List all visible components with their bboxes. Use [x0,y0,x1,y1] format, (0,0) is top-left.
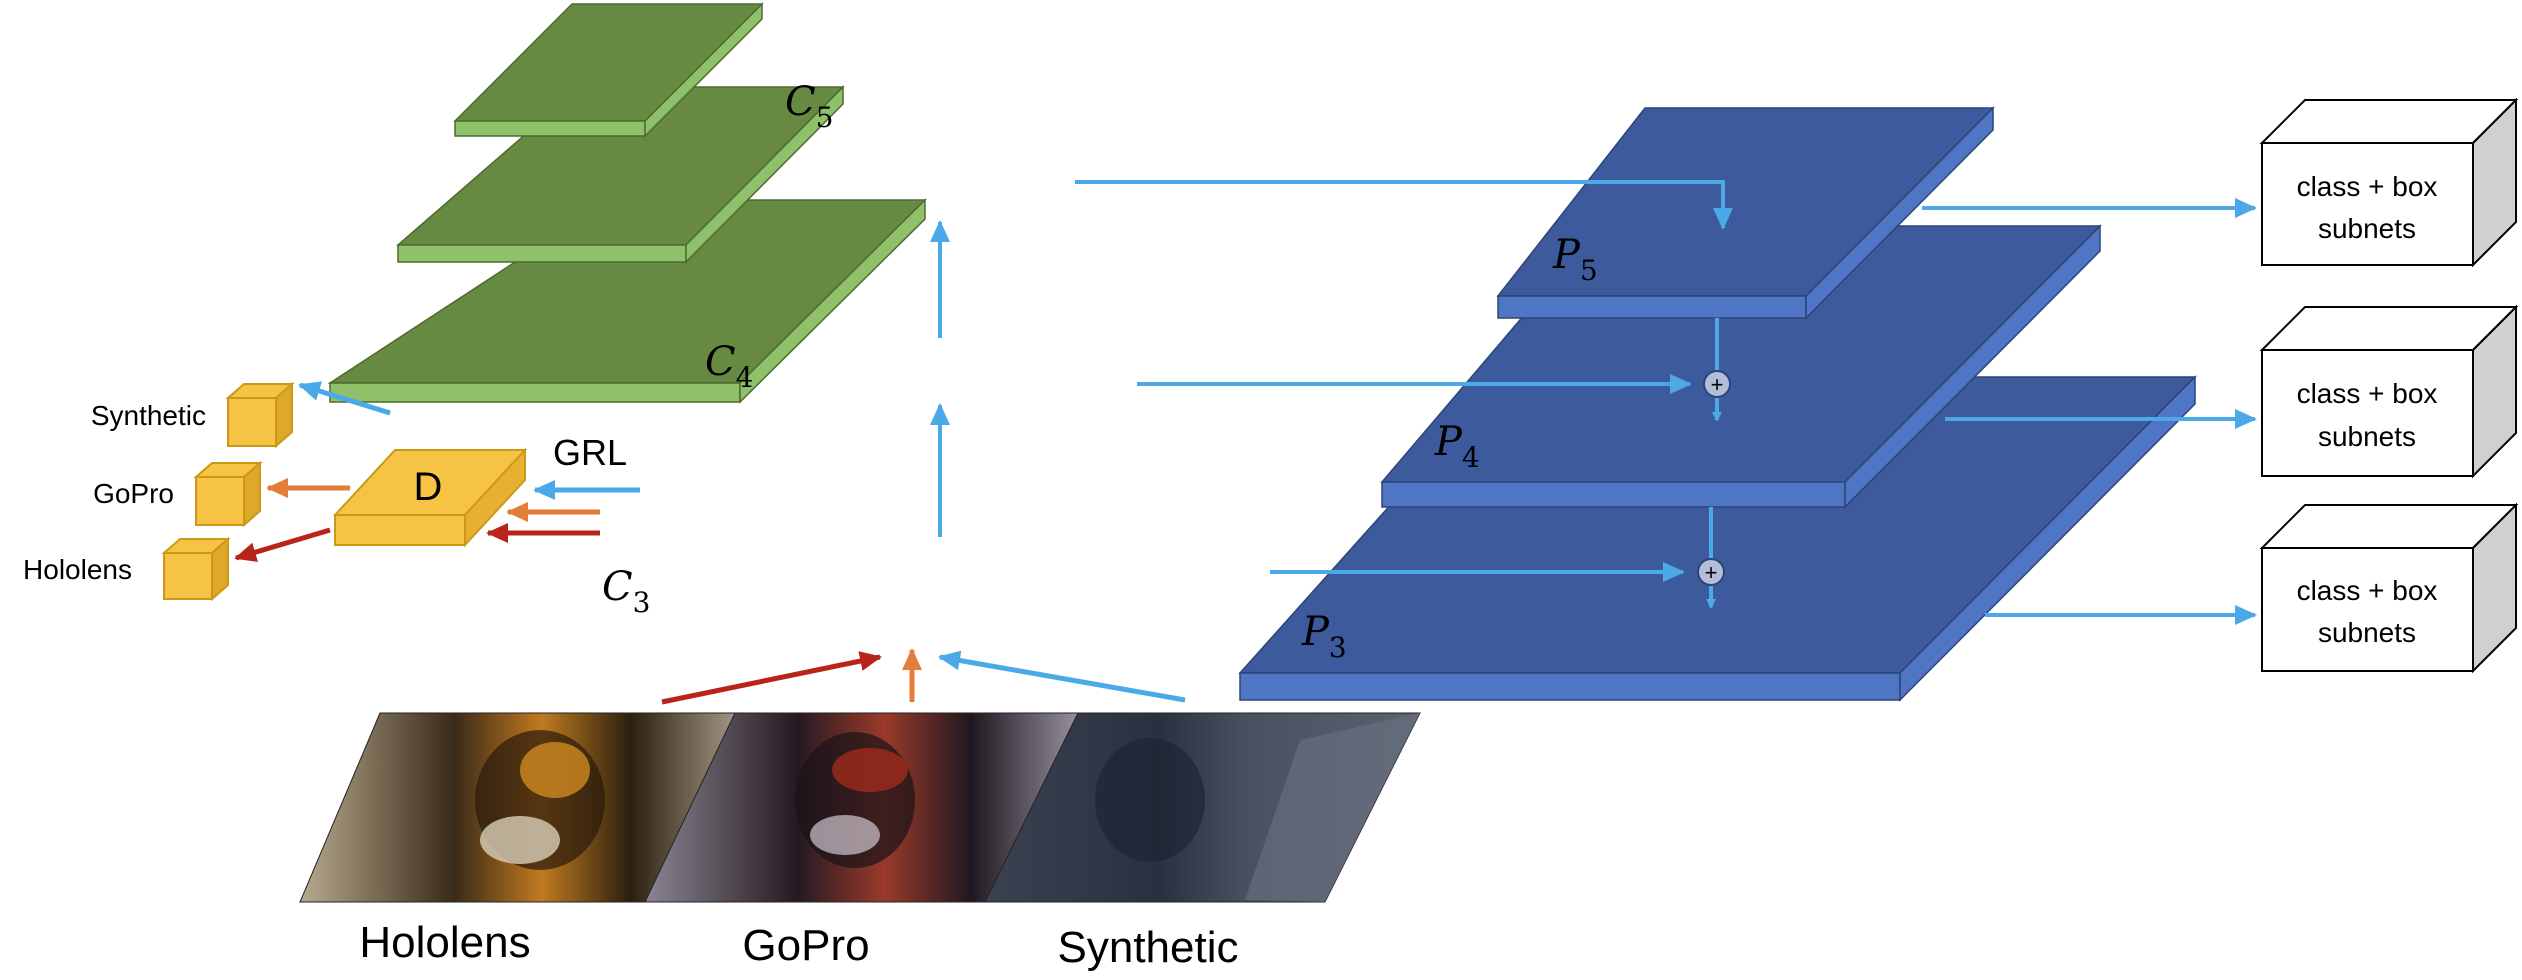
backbone-layer-c4 [395,85,845,264]
merge-node-p3: + [1697,558,1725,586]
head-label-line2: subnets [2318,213,2416,244]
input-image-synthetic [984,712,1421,903]
pyramid-layer-p5 [1496,106,1995,320]
d-output-hololens-arrow [234,527,331,562]
c4-label: C4 [705,339,753,394]
backbone-layer-c3 [327,198,927,404]
synthetic-cube [225,381,295,449]
discriminator-label: D [414,465,443,509]
d-output-gopro-label: GoPro [93,478,174,509]
head-box-3: class + box subnets [2259,502,2519,674]
head-label-line2: subnets [2318,421,2416,452]
merge-node-p4: + [1703,370,1731,398]
grl-label: GRL [553,432,627,473]
p5-label: P5 [1552,232,1598,287]
input-label-gopro: GoPro [742,921,869,970]
gopro-cube [193,460,263,528]
head-label-line1: class + box [2297,171,2438,202]
head-label-line1: class + box [2297,575,2438,606]
c5-label: C5 [785,79,833,134]
p3-label: P3 [1301,609,1347,664]
head-label-line2: subnets [2318,617,2416,648]
synthetic-to-backbone-arrow [938,650,1186,703]
plus-symbol: + [1705,560,1718,585]
input-image-gopro [644,712,1081,903]
input-label-synthetic: Synthetic [1058,923,1239,972]
plus-symbol: + [1711,372,1724,397]
discriminator-block: D [332,447,528,548]
hololens-cube [161,536,231,602]
d-output-synthetic-label: Synthetic [91,400,206,431]
input-label-hololens: Hololens [359,918,530,967]
head-box-1: class + box subnets [2259,97,2519,268]
d-output-synthetic-arrow [298,381,391,416]
head-label-line1: class + box [2297,378,2438,409]
d-output-hololens-label: Hololens [23,554,132,585]
head-box-2: class + box subnets [2259,304,2519,479]
backbone-layer-c5 [453,2,764,138]
p4-label: P4 [1434,419,1480,474]
hololens-to-backbone-arrow [661,651,882,705]
c3-label: C3 [602,564,650,619]
c5-to-p5-arrow [1075,180,1733,230]
